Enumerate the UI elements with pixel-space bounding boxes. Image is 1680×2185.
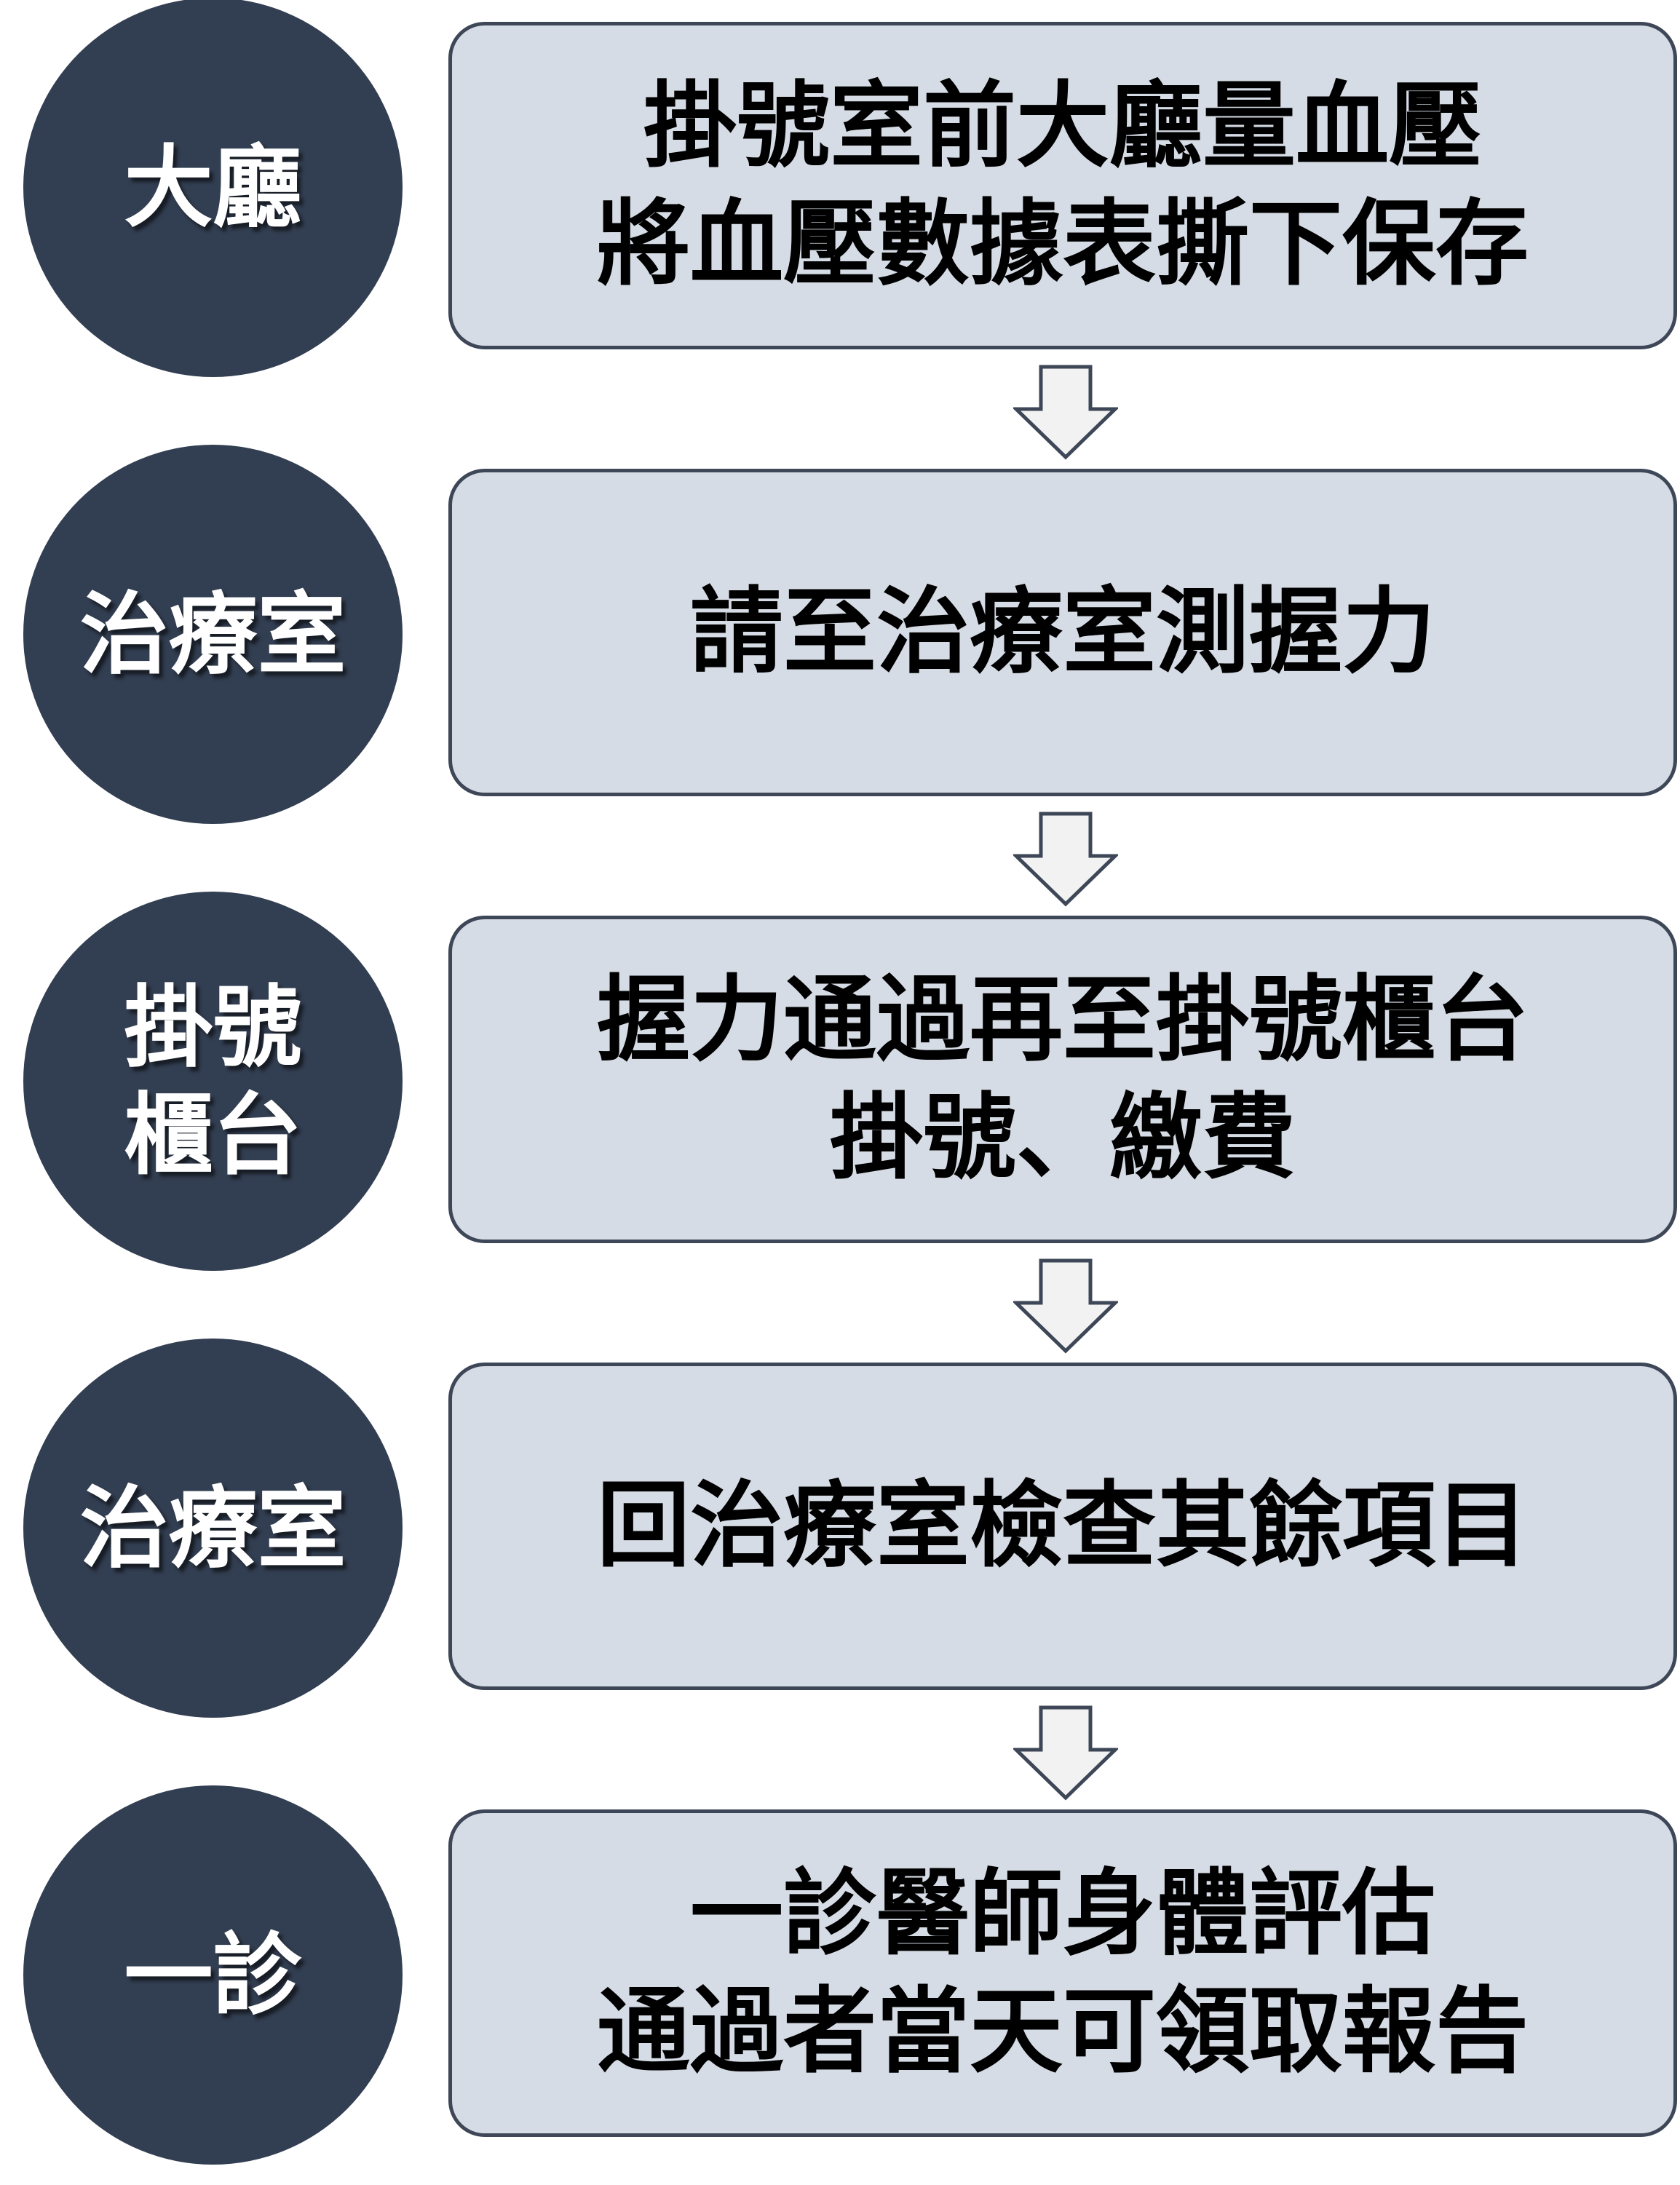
down-arrow-icon: [1013, 1258, 1118, 1354]
step-location-label: 櫃台: [124, 1083, 302, 1187]
step-description-text: 握力通過再至掛號櫃台: [596, 966, 1529, 1074]
step-location-label: 一診: [124, 1923, 302, 2027]
step-description-text: 回治療室檢查其餘項目: [596, 1472, 1529, 1580]
flow-step: 掛號櫃台握力通過再至掛號櫃台掛號、繳費: [0, 892, 1680, 1271]
step-description-box: 握力通過再至掛號櫃台掛號、繳費: [448, 916, 1677, 1243]
step-description-box: 請至治療室測握力: [448, 469, 1677, 796]
step-location-circle: 一診: [23, 1785, 403, 2165]
flow-step: 治療室 回治療室檢查其餘項目: [0, 1339, 1680, 1718]
step-location-label: 掛號: [124, 975, 302, 1079]
step-description-box: 一診醫師身體評估通過者當天可領取報告: [448, 1809, 1677, 2137]
step-location-label: 治療室: [79, 582, 346, 686]
step-description-text: 一診醫師身體評估: [689, 1860, 1435, 1968]
step-description-text: 掛號、繳費: [829, 1084, 1296, 1192]
down-arrow-icon: [1013, 1705, 1118, 1801]
step-description-text: 掛號室前大廳量血壓: [643, 72, 1482, 181]
step-location-circle: 治療室: [23, 1339, 403, 1718]
down-arrow-icon: [1013, 812, 1118, 907]
step-description-text: 將血壓數據表撕下保存: [596, 190, 1529, 298]
step-location-label: 治療室: [79, 1476, 346, 1580]
step-description-text: 請至治療室測握力: [689, 578, 1435, 686]
step-location-circle: 大廳: [23, 0, 403, 377]
step-location-circle: 治療室: [23, 445, 403, 824]
step-description-box: 回治療室檢查其餘項目: [448, 1363, 1677, 1690]
flow-step: 治療室 請至治療室測握力: [0, 445, 1680, 824]
step-location-label: 大廳: [124, 135, 302, 239]
flow-step: 一診 一診醫師身體評估通過者當天可領取報告: [0, 1785, 1680, 2165]
step-description-box: 掛號室前大廳量血壓將血壓數據表撕下保存: [448, 22, 1677, 349]
step-location-circle: 掛號櫃台: [23, 892, 403, 1271]
step-description-text: 通過者當天可領取報告: [596, 1978, 1529, 2086]
flow-step: 大廳 掛號室前大廳量血壓將血壓數據表撕下保存: [0, 0, 1680, 377]
down-arrow-icon: [1013, 365, 1118, 460]
